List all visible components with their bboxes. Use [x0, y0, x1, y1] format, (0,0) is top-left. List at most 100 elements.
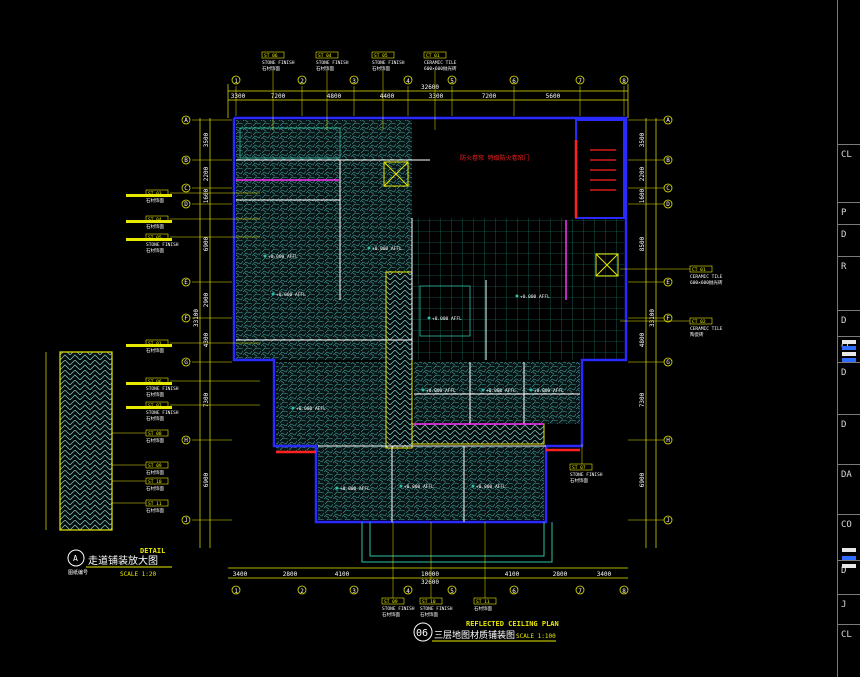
right-dimension: 1600 [639, 188, 646, 203]
bottom-callout-cn: 石材饰面 [474, 605, 492, 612]
callout-bar [126, 238, 172, 241]
drawing-title-en: REFLECTED CEILING PLAN [466, 620, 559, 628]
drawing-title: 06 REFLECTED CEILING PLAN 三层地图材质铺装图 SCAL… [413, 620, 559, 642]
title-block-swatch [842, 548, 856, 552]
title-block-divider [838, 336, 860, 337]
bottom-dimension: 10000 [421, 571, 439, 578]
floor-plan [232, 116, 628, 563]
detail-callout-code: ST 10 [148, 479, 162, 485]
axis-bubble [663, 155, 673, 165]
detail-mark-sub: 图纸编号 [68, 569, 88, 576]
lobby-tile-area [412, 218, 624, 360]
axis-label: 7 [578, 588, 582, 595]
top-callout-cn: 石材饰面 [372, 65, 390, 72]
callout-box [145, 429, 169, 437]
callout-bar [126, 382, 172, 385]
callout-box [145, 215, 169, 223]
room-elevation-tag: +0.000 AFFL [276, 292, 306, 298]
left-callout-cn: 石材饰面 [146, 247, 164, 254]
left-callout-cn: 石材饰面 [146, 391, 164, 398]
axis-bubble [181, 357, 191, 367]
axis-bubble [181, 435, 191, 445]
axis-label: F [666, 315, 670, 322]
bottom-callout-label: STONE FINISH [420, 606, 453, 612]
left-callout-code: ST 01 [148, 341, 162, 347]
title-block-field: P [841, 208, 847, 218]
axis-label: 5 [450, 588, 454, 595]
left-callout-code: ST 06 [148, 379, 162, 385]
title-block: CLPDRDCCDDDACODJCL [837, 0, 860, 677]
central-corridor [385, 271, 413, 449]
left-dimension: 6900 [203, 236, 210, 251]
left-dimension: 1600 [203, 188, 210, 203]
axis-bubble [509, 75, 519, 85]
bottom-dimension: 4100 [505, 571, 520, 578]
lower-left-block [276, 362, 386, 452]
axis-bubble [181, 199, 191, 209]
left-callout-code: ST 03 [148, 191, 162, 197]
title-block-field: J [841, 600, 847, 610]
axis-bubble [663, 515, 673, 525]
right-callout-label: CERAMIC TILE [690, 274, 723, 280]
axis-label: F [184, 315, 188, 322]
left-callout-label: STONE FINISH [146, 410, 179, 416]
axis-bubble [403, 75, 413, 85]
title-block-swatch [842, 352, 856, 356]
north-dark-area [430, 120, 576, 210]
title-block-field: D [841, 316, 847, 326]
left-callout-label: STONE FINISH [146, 242, 179, 248]
axis-label: 3 [352, 78, 356, 85]
callout-box [145, 233, 169, 241]
room-elevation-tag: +0.000 AFFL [404, 484, 434, 490]
axis-bubble [447, 585, 457, 595]
right-callout-label: STONE FINISH [570, 472, 603, 478]
axis-bubble [575, 585, 585, 595]
right-callout-cn: 600×600抛光砖 [690, 279, 723, 286]
right-dimension: 8500 [639, 236, 646, 251]
title-block-divider [838, 464, 860, 465]
detail-mark-circle [67, 549, 85, 567]
title-block-divider [838, 514, 860, 515]
axis-label: B [184, 157, 188, 164]
right-callout-label: CERAMIC TILE [690, 326, 723, 332]
bottom-callout-code: ST 11 [476, 599, 490, 605]
title-block-divider [838, 256, 860, 257]
bottom-dimension: 3400 [597, 571, 612, 578]
left-callout-code: ST 07 [148, 403, 162, 409]
axis-bubble [663, 183, 673, 193]
title-block-divider [838, 202, 860, 203]
axis-label: 1 [234, 78, 238, 85]
bottom-dimension: 2800 [553, 571, 568, 578]
room-elevation-tag: +0.000 AFFL [476, 484, 506, 490]
axis-bubble [663, 313, 673, 323]
room-tag-marker [529, 388, 533, 392]
axis-label: J [184, 517, 188, 524]
axis-bubble [349, 75, 359, 85]
top-dimension-chain [227, 84, 629, 118]
top-callout-code: ST 04 [318, 53, 332, 59]
axis-bubble [663, 115, 673, 125]
callout-box [145, 499, 169, 507]
lower-right-block [414, 362, 580, 424]
title-block-field: CO [841, 520, 852, 530]
right-dimension: 4800 [639, 332, 646, 347]
room-tag-marker [421, 388, 425, 392]
right-dimension: 7300 [639, 392, 646, 407]
title-block-swatch [842, 564, 856, 568]
left-callout-label: STONE FINISH [146, 386, 179, 392]
detail-corridor-pattern [45, 351, 113, 531]
axis-label: G [666, 359, 670, 366]
axis-bubble [181, 277, 191, 287]
axis-bubble [663, 277, 673, 287]
bottom-callout-code: ST 09 [384, 599, 398, 605]
top-callout-label: CERAMIC TILE [424, 60, 457, 66]
title-block-field: R [841, 262, 847, 272]
axis-bubble [349, 585, 359, 595]
